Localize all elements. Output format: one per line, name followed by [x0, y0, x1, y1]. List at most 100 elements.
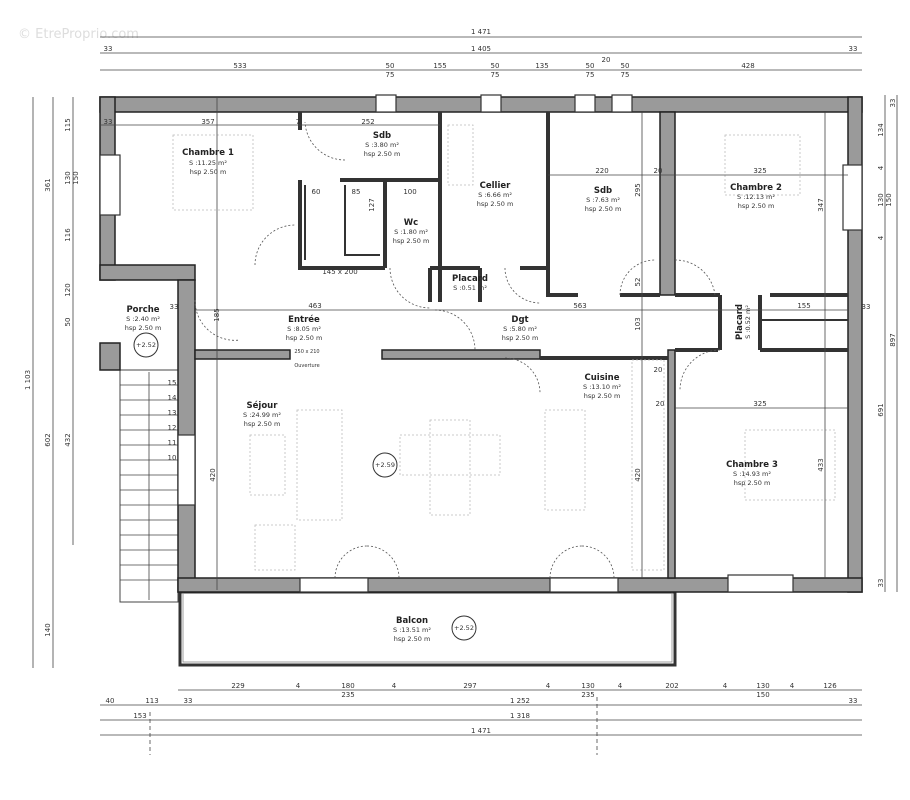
room-name: Dgt [511, 315, 528, 325]
dim-label: 134 [877, 123, 885, 137]
dim-label: 126 [823, 682, 837, 690]
dim-label: 325 [753, 167, 766, 175]
dim-label: 33 [184, 697, 193, 705]
dim-label: 428 [741, 62, 754, 70]
room-area: S :11.25 m² [189, 159, 227, 167]
room-area: S :13.51 m² [393, 626, 431, 634]
room-height: hsp 2.50 m [734, 479, 771, 487]
dim-label: 361 [44, 178, 52, 191]
room-cellier: Cellier S :6.66 m² hsp 2.50 m [477, 181, 514, 208]
dim-label: 432 [64, 433, 72, 446]
room-area: S :13.10 m² [583, 383, 621, 391]
dim-label: 50 [491, 62, 500, 70]
dim-label: 325 [753, 400, 766, 408]
dim-label: 33 [104, 45, 113, 53]
dim-label: 20 [654, 167, 663, 175]
level-value: +2.59 [375, 461, 395, 469]
left-dimensions: 1 103 361 602 140 115 130 150 116 120 50… [24, 97, 80, 668]
room-area: S :6.66 m² [478, 191, 512, 199]
dim-label: 33 [170, 303, 179, 311]
level-value: +2.52 [136, 341, 156, 349]
dim-label: 130 [877, 193, 885, 206]
dim-label: 4 [877, 165, 885, 170]
opening-size: 250 x 210 [294, 349, 319, 355]
room-height: hsp 2.50 m [584, 392, 621, 400]
dim-label: 145 x 200 [322, 268, 357, 276]
dim-label: 40 [106, 697, 115, 705]
room-height: hsp 2.50 m [125, 324, 162, 332]
room-name: Séjour [247, 400, 279, 411]
room-name: Chambre 1 [182, 148, 234, 158]
room-area: S :5.80 m² [503, 325, 537, 333]
room-area: S :2.40 m² [126, 315, 160, 323]
dim-label: 130 [756, 682, 769, 690]
dim-label: 4 [618, 682, 623, 690]
bottom-dimensions: 229 4 180 235 4 297 4 130 235 4 202 4 13… [100, 682, 862, 755]
dim-label: 7 [296, 118, 300, 126]
dim-label: 297 [463, 682, 476, 690]
dim-label: 130 [64, 171, 72, 184]
dim-label: 533 [233, 62, 246, 70]
dim-label: 563 [573, 302, 586, 310]
room-sdb-2: Sdb S :7.63 m² hsp 2.50 m [585, 186, 622, 213]
room-name: Wc [404, 218, 418, 228]
room-name: Chambre 3 [726, 460, 778, 470]
dim-label: 75 [586, 71, 595, 79]
dim-label: 235 [341, 691, 354, 699]
dim-label: 20 [656, 400, 665, 408]
dim-label: 4 [392, 682, 397, 690]
dim-label: 180 [341, 682, 354, 690]
dim-label: 113 [145, 697, 158, 705]
room-height: hsp 2.50 m [738, 202, 775, 210]
room-area: S :3.80 m² [365, 141, 399, 149]
dim-label: 50 [621, 62, 630, 70]
furniture [172, 124, 836, 571]
room-height: hsp 2.50 m [502, 334, 539, 342]
dim-label: 33 [849, 45, 858, 53]
room-area: S :24.99 m² [243, 411, 281, 419]
dim-label: 135 [535, 62, 548, 70]
level-marker: +2.59 [372, 452, 398, 478]
interior-walls [298, 112, 848, 360]
room-chambre-1: Chambre 1 S :11.25 m² hsp 2.50 m [182, 148, 234, 176]
dim-label: 150 [885, 193, 893, 206]
room-area: S :7.63 m² [586, 196, 620, 204]
dim-label: 150 [72, 171, 80, 184]
room-height: hsp 2.50 m [286, 334, 323, 342]
dim-label: 4 [296, 682, 301, 690]
dim-label: 1 318 [510, 712, 530, 720]
dim-label: 602 [44, 433, 52, 446]
dim-label: 185 [213, 308, 221, 321]
dim-label: 10 [168, 454, 177, 462]
room-area: S :14.93 m² [733, 470, 771, 478]
room-height: hsp 2.50 m [585, 205, 622, 213]
dim-label: 1 103 [24, 370, 32, 390]
dim-label: 347 [817, 198, 825, 211]
dim-label: 4 [723, 682, 728, 690]
dim-label: 357 [201, 118, 214, 126]
dim-label: 229 [231, 682, 244, 690]
room-height: hsp 2.50 m [393, 237, 430, 245]
room-height: hsp 2.50 m [190, 168, 227, 176]
dim-label: 75 [491, 71, 500, 79]
dim-label: 420 [634, 468, 642, 481]
dim-label: 20 [654, 366, 663, 374]
dim-label: 52 [634, 278, 642, 287]
dim-label: 120 [64, 283, 72, 296]
level-marker: +2.52 [133, 332, 159, 358]
dim-label: 153 [133, 712, 146, 720]
dim-label: 11 [168, 439, 177, 447]
dim-label: 75 [621, 71, 630, 79]
dim-label: 33 [889, 99, 897, 108]
dim-label: 100 [403, 188, 416, 196]
dim-label: 103 [634, 317, 642, 330]
room-name: Balcon [396, 616, 428, 626]
dim-label: 60 [312, 188, 321, 196]
dim-label: 50 [586, 62, 595, 70]
room-height: hsp 2.50 m [394, 635, 431, 643]
dim-label: 85 [352, 188, 361, 196]
dim-label: 295 [634, 183, 642, 196]
dim-label: 14 [168, 394, 177, 402]
room-sdb-1: Sdb S :3.80 m² hsp 2.50 m [364, 131, 401, 158]
door-swings [194, 121, 721, 579]
